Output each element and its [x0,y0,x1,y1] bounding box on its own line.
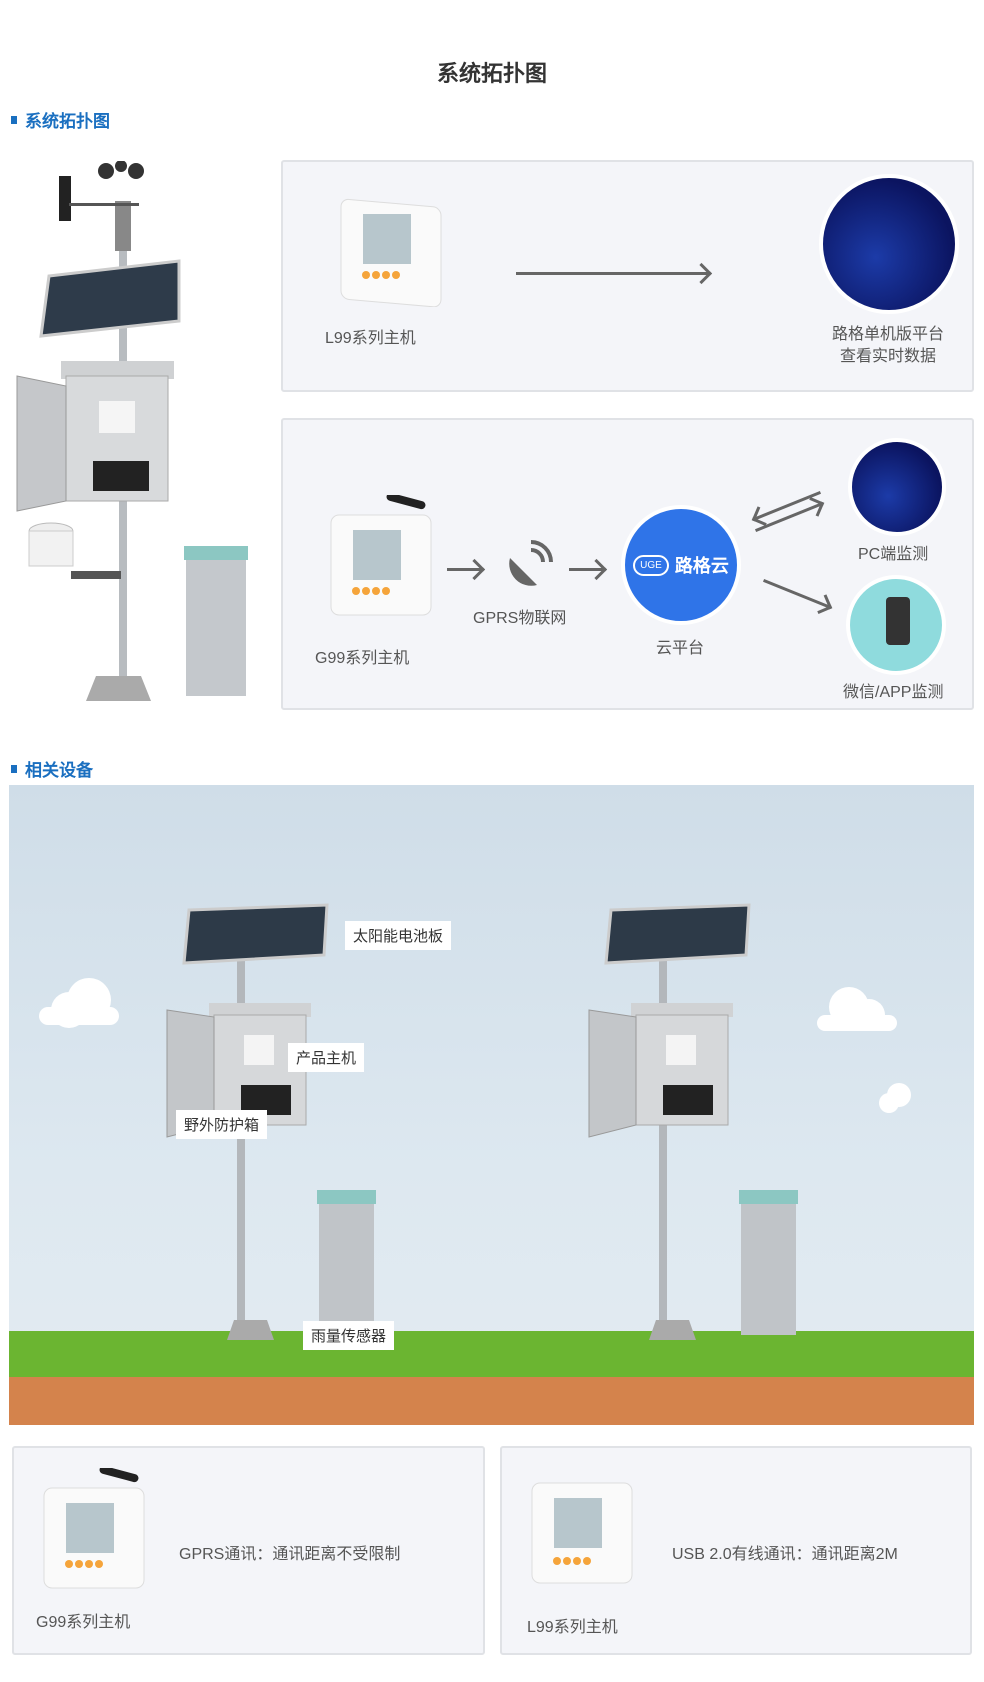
mobile-app-icon [846,575,946,675]
platform-label-line2: 查看实时数据 [839,348,936,365]
satellite-dish-icon [505,540,555,590]
solar-panel-label: 太阳能电池板 [345,921,452,950]
product-card-l99: USB 2.0有线通讯：通讯距离2M L99系列主机 [500,1446,972,1655]
enclosure-label: 野外防护箱 [176,1110,268,1139]
gprs-label: GPRS物联网 [473,610,567,627]
l99-label: L99系列主机 [325,330,416,347]
heading-text: 相关设备 [25,761,93,780]
section-heading-equipment: 相关设备 [11,756,93,781]
arrow-icon [447,568,481,571]
g99-device-image [311,492,446,620]
heading-marker [11,115,17,124]
soil [9,1377,974,1425]
arrow-icon [762,578,830,609]
platform-label-line1: 路格单机版平台 [831,326,944,343]
g99-device-image [24,1465,159,1593]
product-card-g99: GPRS通讯：通讯距离不受限制 G99系列主机 [12,1446,485,1655]
l99-device-image [512,1478,647,1593]
page-title: 系统拓扑图 [436,61,547,86]
g99-label: G99系列主机 [315,650,410,667]
cloud-label: 云平台 [656,640,705,657]
arrow-icon [516,272,708,275]
card-description: GPRS通讯：通讯距离不受限制 [179,1546,401,1563]
cloud-icon: UGE [633,554,669,576]
topology-panel-standalone: L99系列主机 路格单机版平台查看实时数据 [281,160,974,392]
app-label: 微信/APP监测 [843,684,944,701]
section-heading-topology: 系统拓扑图 [11,107,110,132]
laptop-platform-icon [819,174,959,314]
arrow-icon [569,568,603,571]
pc-label: PC端监测 [858,546,929,563]
card-description: USB 2.0有线通讯：通讯距离2M [672,1546,898,1563]
platform-label: 路格单机版平台查看实时数据 [823,324,953,368]
rain-sensor-label: 雨量传感器 [303,1321,395,1350]
weather-station-image [11,160,268,711]
card-title: G99系列主机 [36,1614,131,1631]
heading-text: 系统拓扑图 [25,112,110,131]
host-label: 产品主机 [288,1043,365,1072]
rain-scene-illustration: 太阳能电池板 产品主机 野外防护箱 雨量传感器 [9,785,974,1425]
topology-panel-cloud: G99系列主机 GPRS物联网 UGE 路格云 云平台 PC端监测 微信/APP… [281,418,974,710]
cloud-platform-logo: UGE 路格云 [621,505,741,625]
pc-monitor-icon [848,438,946,536]
grass [9,1331,974,1379]
cloud-logo-text: 路格云 [674,556,729,576]
card-title: L99系列主机 [527,1619,618,1636]
heading-marker [11,764,17,773]
l99-device-image [321,192,456,308]
